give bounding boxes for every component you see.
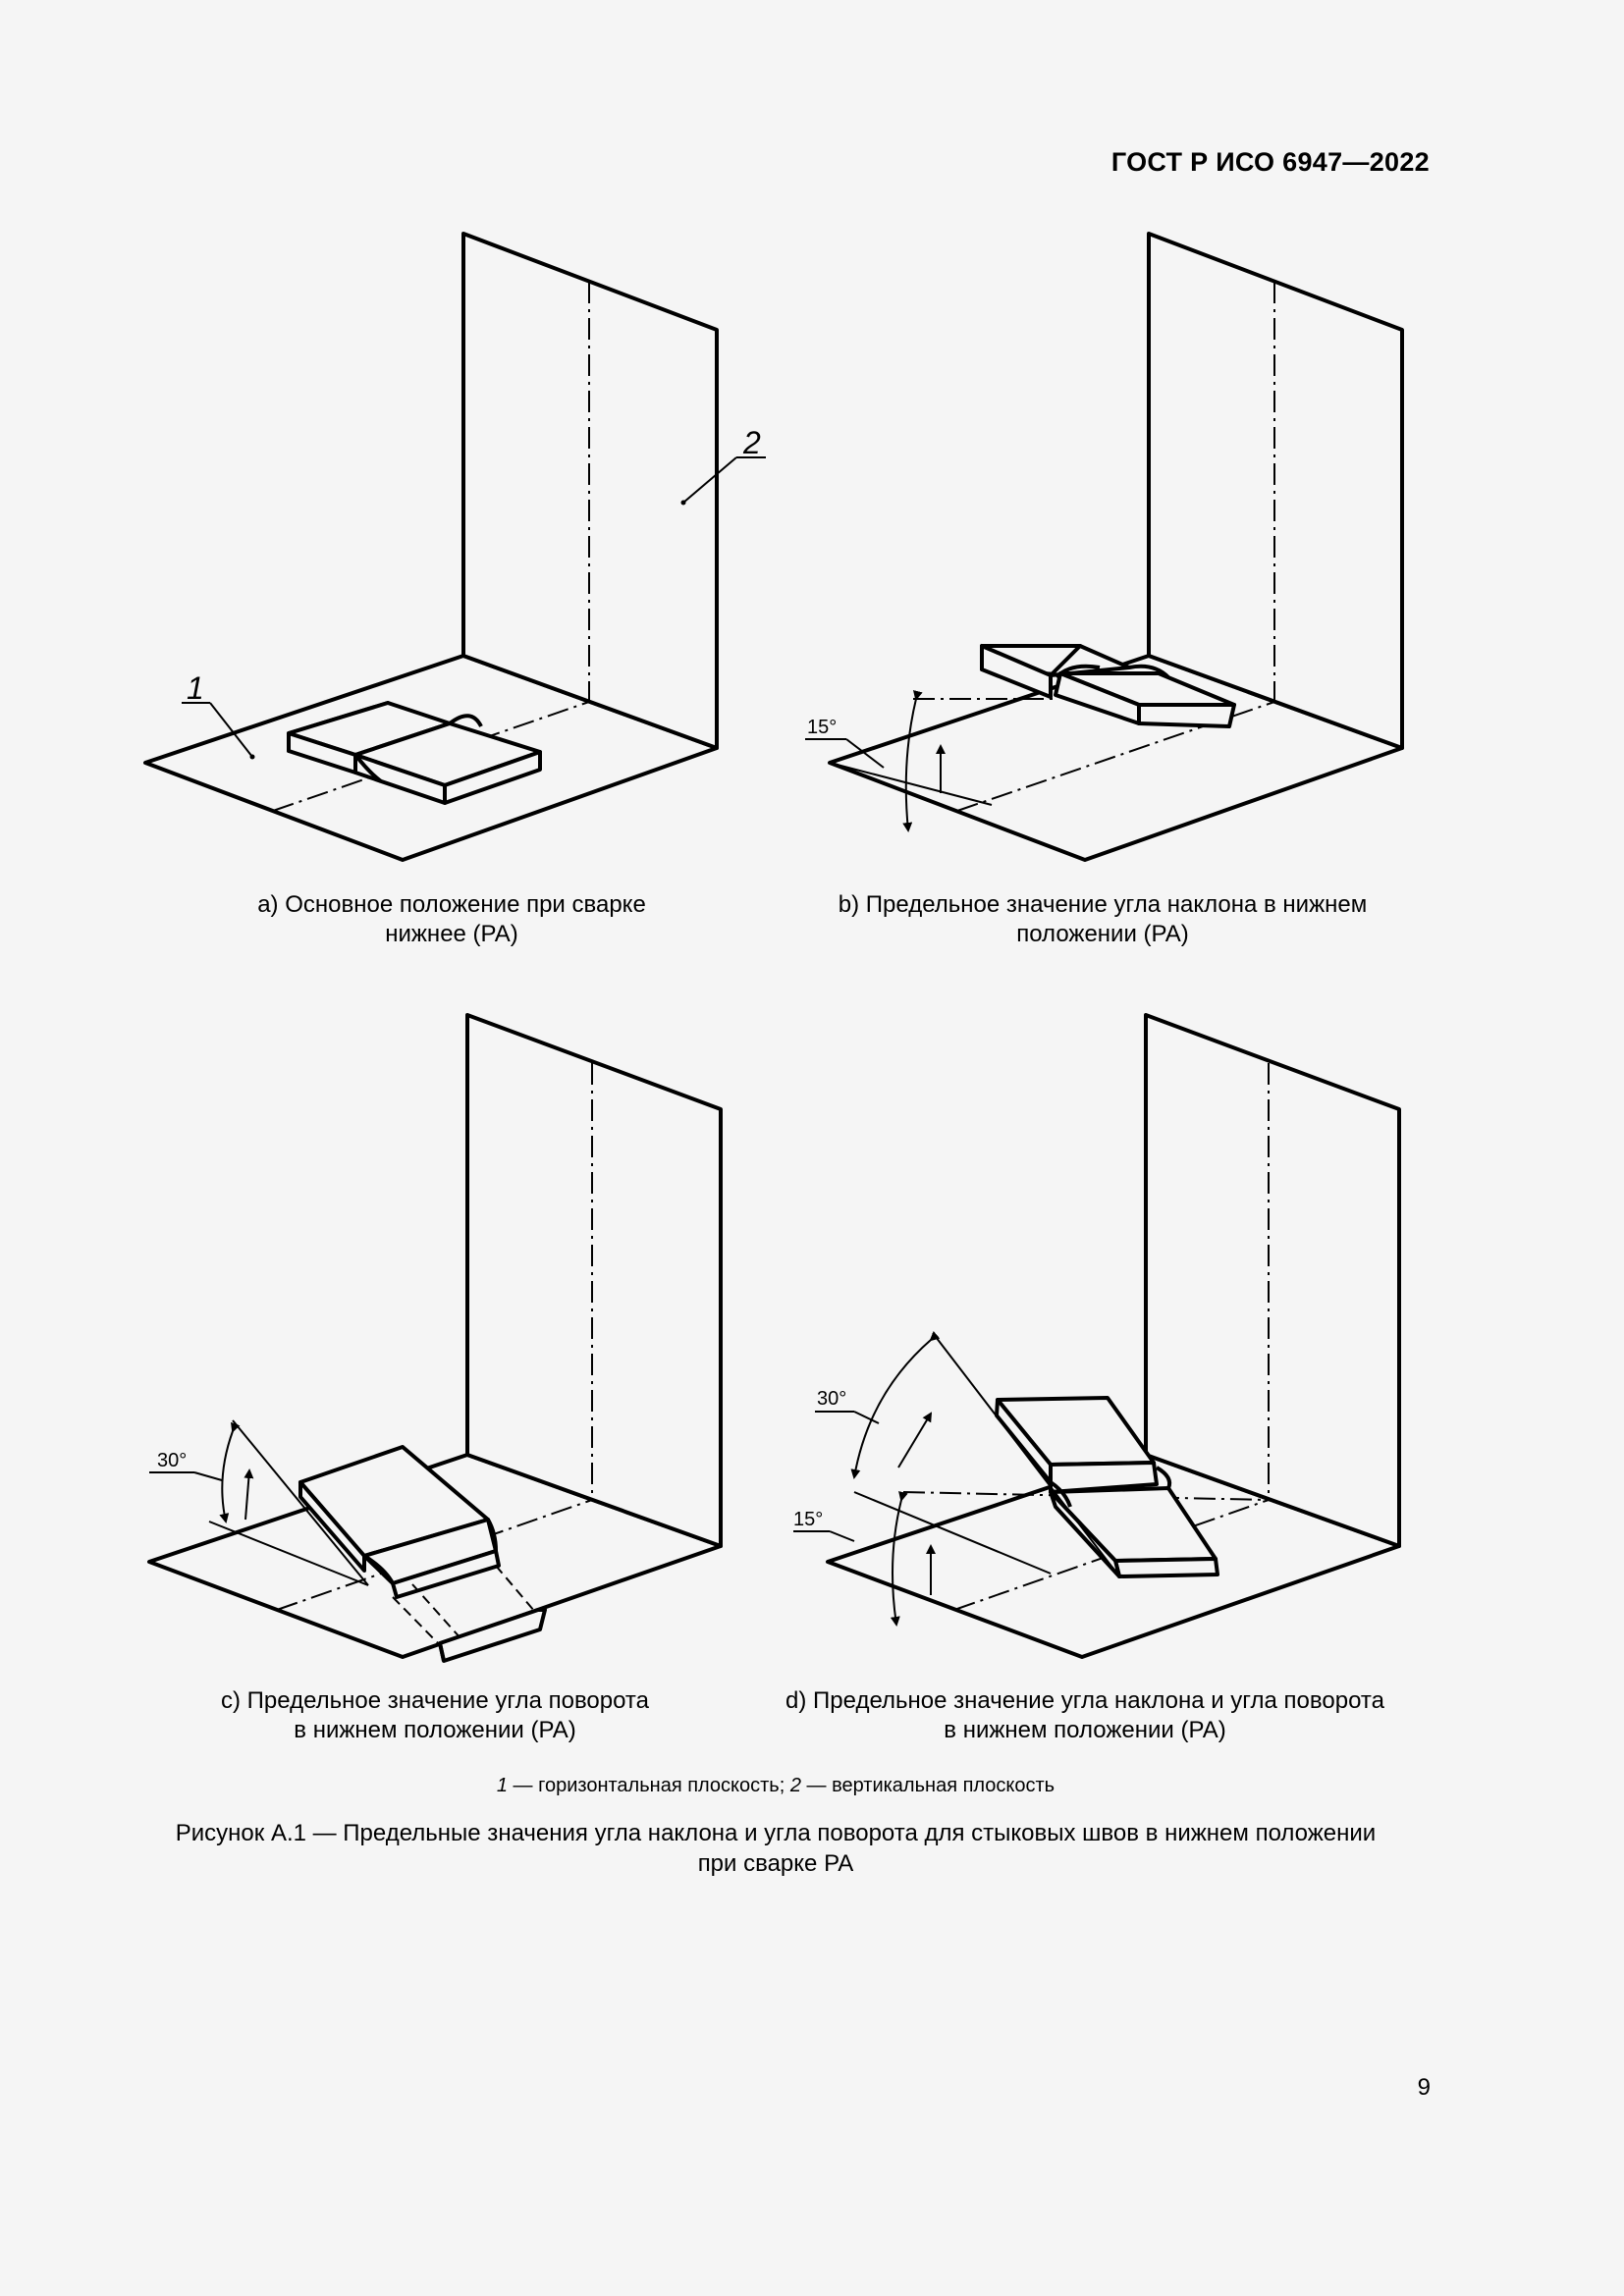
figure-d-caption: d) Предельное значение угла наклона и уг…: [741, 1686, 1429, 1745]
figure-b-drawing: [805, 232, 1404, 862]
figure-c-caption: c) Предельное значение угла поворота в н…: [91, 1686, 779, 1745]
legend-item2-text: — вертикальная плоскость: [800, 1775, 1056, 1796]
figure-d-caption-line1: d) Предельное значение угла наклона и уг…: [785, 1687, 1384, 1714]
figure-c-angle-label: 30°: [157, 1450, 187, 1471]
figure-b-caption-line1: b) Предельное значение угла наклона в ни…: [838, 891, 1368, 918]
figure-c-caption-line2: в нижнем положении (PA): [294, 1717, 576, 1743]
legend-item1-text: — горизонтальная плоскость;: [508, 1775, 790, 1796]
figure-b-caption-line2: положении (PA): [1016, 921, 1189, 947]
figure-legend: 1 — горизонтальная плоскость; 2 — вертик…: [0, 1775, 1551, 1797]
figure-c-drawing: [147, 1013, 723, 1663]
figure-title-line1: Рисунок А.1 — Предельные значения угла н…: [175, 1820, 1377, 1846]
legend-item2-number: 2: [789, 1775, 801, 1796]
figure-title-line2: при сварке PA: [697, 1850, 854, 1877]
figure-a-drawing: [143, 232, 766, 862]
figure-title: Рисунок А.1 — Предельные значения угла н…: [137, 1818, 1414, 1879]
figure-d-slope-angle-label: 15°: [793, 1509, 823, 1530]
figure-d-rotation-angle-label: 30°: [817, 1388, 846, 1410]
figure-a-caption-line1: a) Основное положение при сварке: [257, 891, 646, 918]
figure-d-drawing: [793, 1013, 1401, 1659]
figure-c-caption-line1: c) Предельное значение угла поворота: [220, 1687, 650, 1714]
legend-item1-number: 1: [496, 1775, 508, 1796]
figure-b-angle-label: 15°: [807, 717, 837, 738]
page-number: 9: [1417, 2074, 1431, 2101]
figure-a-caption: a) Основное положение при сварке нижнее …: [108, 890, 795, 949]
document-code: ГОСТ Р ИСО 6947—2022: [1110, 147, 1430, 177]
figure-a-caption-line2: нижнее (PA): [385, 921, 518, 947]
figure-d-caption-line2: в нижнем положении (PA): [944, 1717, 1226, 1743]
figure-b-caption: b) Предельное значение угла наклона в ни…: [759, 890, 1446, 949]
figure-a-label-2: 2: [742, 425, 761, 460]
figure-a-label-1: 1: [187, 670, 204, 706]
